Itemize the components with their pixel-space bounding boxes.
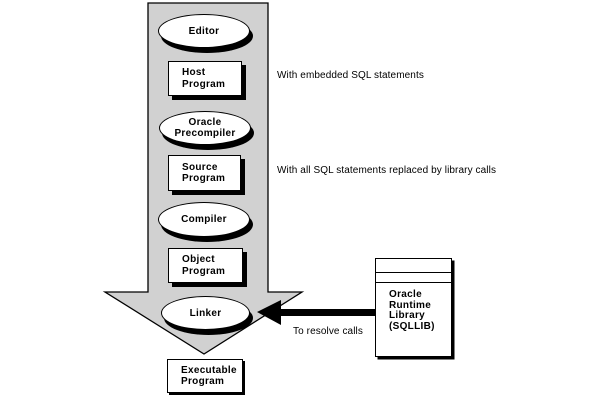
library-box-divider-top	[376, 272, 451, 273]
library-box-divider-bottom	[376, 282, 451, 283]
flow-node-compiler-label: Compiler	[181, 214, 227, 225]
flow-node-host-program-label: Host Program	[182, 67, 226, 90]
flow-node-compiler: Compiler	[158, 202, 250, 237]
flow-node-editor-label: Editor	[188, 25, 220, 37]
resolve-arrow-icon	[257, 300, 378, 325]
flow-node-source-program: Source Program	[168, 155, 241, 191]
annotation-to-resolve-calls: To resolve calls	[293, 326, 363, 337]
flow-node-source-program-label: Source Program	[182, 161, 226, 185]
oracle-runtime-library-label: Oracle Runtime Library (SQLLIB)	[389, 289, 435, 332]
flow-node-executable-program-label: Executable Program	[181, 364, 237, 388]
flow-node-linker-label: Linker	[189, 307, 222, 319]
oracle-runtime-library-box: Oracle Runtime Library (SQLLIB)	[375, 258, 452, 357]
flow-node-linker: Linker	[161, 296, 250, 330]
flow-node-object-program: Object Program	[168, 248, 243, 283]
flow-node-object-program-label: Object Program	[182, 254, 226, 277]
flow-node-host-program: Host Program	[168, 61, 242, 96]
flow-node-editor: Editor	[158, 14, 250, 48]
annotation-embedded-sql: With embedded SQL statements	[277, 70, 424, 81]
flow-node-executable-program: Executable Program	[167, 359, 243, 393]
flow-node-oracle-precompiler-label: Oracle Precompiler	[174, 117, 236, 139]
annotation-sql-replaced: With all SQL statements replaced by libr…	[277, 165, 497, 176]
flow-node-oracle-precompiler: Oracle Precompiler	[159, 111, 251, 145]
